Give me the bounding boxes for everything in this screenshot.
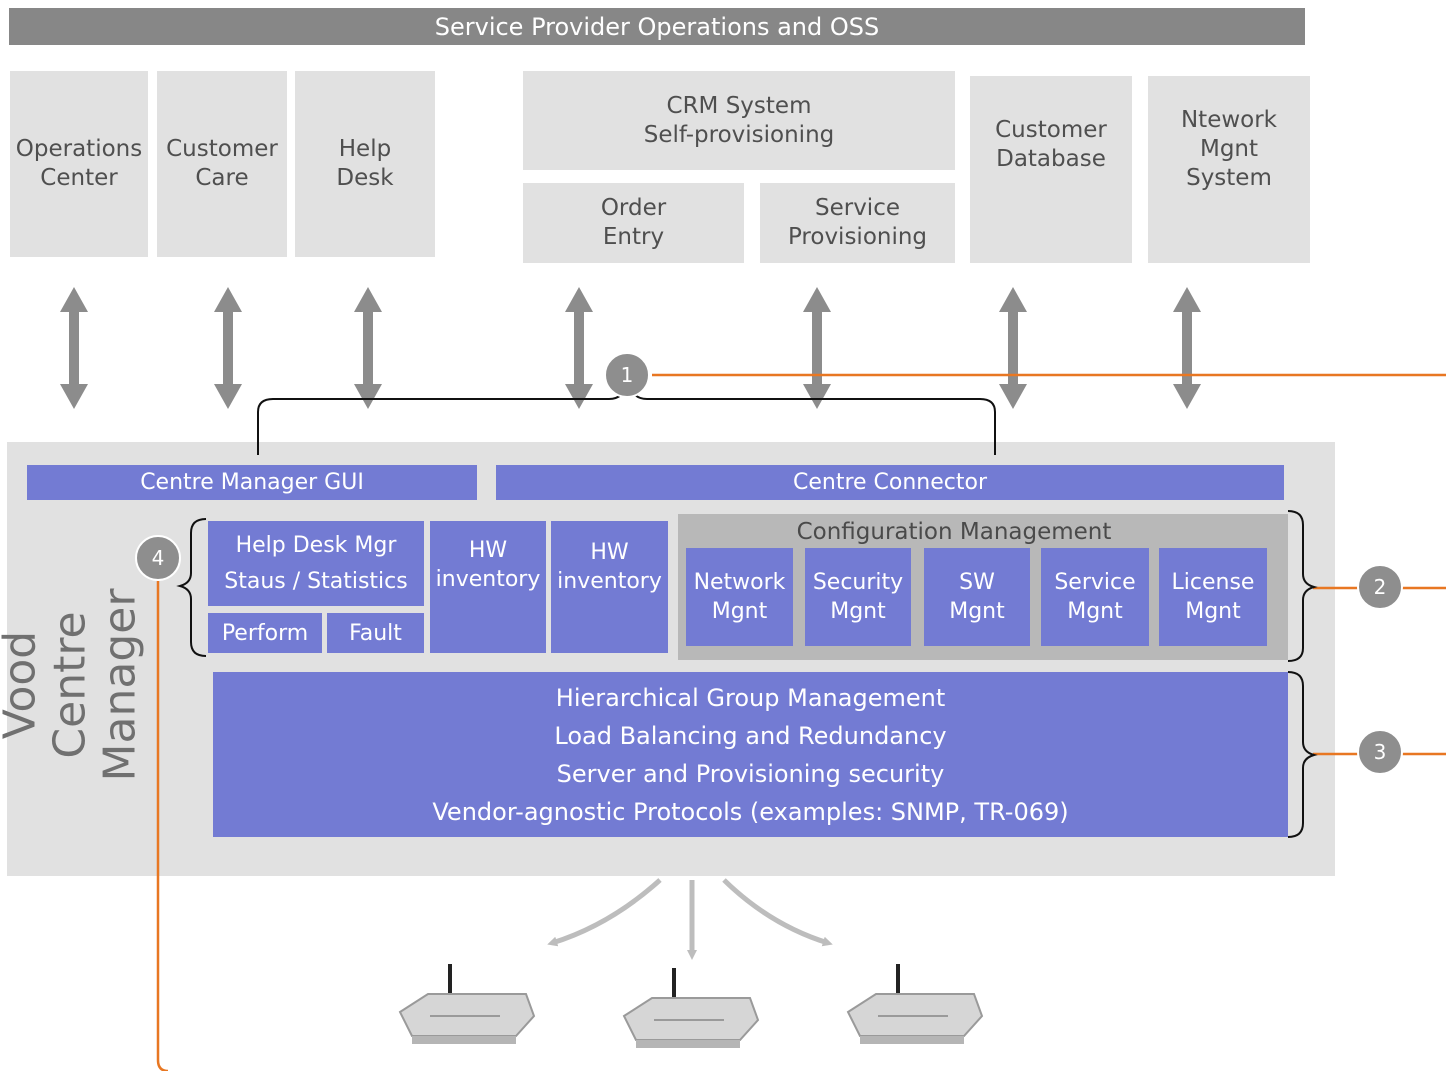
license-mgnt-box: License Mgnt <box>1159 548 1267 646</box>
device-arrows <box>547 878 833 960</box>
hierarchical-group-management-block: Hierarchical Group Management Load Balan… <box>213 672 1288 837</box>
network-mgnt-box: Network Mgnt <box>686 548 793 646</box>
hgm-line-2: Load Balancing and Redundancy <box>554 721 947 750</box>
braces <box>176 381 1318 838</box>
callout-badge-1: 1 <box>604 352 650 398</box>
double-arrow-icon <box>60 287 88 409</box>
callout-4-line <box>156 580 169 1071</box>
fault-box: Fault <box>327 613 424 653</box>
orange-leader-lines <box>156 373 1446 1071</box>
sw-mgnt-label: SW Mgnt <box>949 570 1005 624</box>
service-provisioning-label: Service Provisioning <box>787 195 928 250</box>
callout-4-number: 4 <box>151 546 165 570</box>
configuration-management-title: Configuration Management <box>796 519 1112 545</box>
help-desk-mgr-box: Help Desk Mgr Staus / Statistics <box>208 521 424 606</box>
callout-badge-2: 2 <box>1357 564 1403 610</box>
help-desk-label: Help Desk <box>336 136 394 191</box>
hgm-line-3: Server and Provisioning security <box>556 759 945 788</box>
service-mgnt-box: Service Mgnt <box>1041 548 1149 646</box>
service-provisioning-box: Service Provisioning <box>760 183 955 263</box>
hgm-line-4: Vendor-agnostic Protocols (examples: SNM… <box>432 797 1069 826</box>
configuration-management-title-wrap: Configuration Management <box>678 516 1230 548</box>
network-mgnt-system-box: Ntework Mgnt System <box>1148 76 1310 263</box>
right-brace-config <box>1287 510 1318 662</box>
sw-mgnt-box: SW Mgnt <box>924 548 1030 646</box>
security-mgnt-label: Security Mgnt <box>812 570 904 624</box>
hgm-line-1: Hierarchical Group Management <box>555 683 946 712</box>
hw-inventory-label-2: HW inventory <box>557 540 662 594</box>
callout-3-number: 3 <box>1373 740 1387 764</box>
order-entry-label: Order Entry <box>600 195 667 250</box>
double-arrow-icon <box>999 287 1027 409</box>
centre-connector-label: Centre Connector <box>792 470 988 495</box>
perform-box: Perform <box>208 613 322 653</box>
network-mgnt-system-label: Ntework Mgnt System <box>1180 107 1278 191</box>
fault-label: Fault <box>349 620 402 646</box>
double-arrow-icon <box>565 287 593 409</box>
customer-database-label: Customer Database <box>995 116 1107 172</box>
customer-database-box: Customer Database <box>970 76 1132 263</box>
double-arrow-icon <box>354 287 382 409</box>
device-arrow-right <box>722 878 833 947</box>
double-arrow-icon <box>214 287 242 409</box>
service-mgnt-label: Service Mgnt <box>1054 570 1136 624</box>
callout-2-number: 2 <box>1373 575 1387 599</box>
customer-care-box: Customer Care <box>157 71 287 257</box>
callout-badge-4: 4 <box>135 535 181 581</box>
hw-inventory-box-1: HW inventory <box>430 521 546 653</box>
right-brace-hgm <box>1287 671 1318 838</box>
double-arrow-group <box>60 287 1201 409</box>
hw-inventory-box-2: HW inventory <box>551 521 668 653</box>
help-desk-box: Help Desk <box>295 71 435 257</box>
centre-connector-bar: Centre Connector <box>496 465 1284 500</box>
network-mgnt-label: Network Mgnt <box>693 570 786 624</box>
order-entry-box: Order Entry <box>523 183 744 263</box>
wireless-router-icon <box>846 964 984 1044</box>
operations-center-box: Operations Center <box>10 71 148 257</box>
device-arrow-left <box>547 878 662 947</box>
centre-manager-gui-label: Centre Manager GUI <box>140 470 364 495</box>
customer-care-label: Customer Care <box>166 136 278 191</box>
oss-header-title: Service Provider Operations and OSS <box>434 12 880 41</box>
crm-system-box: CRM System Self-provisioning <box>523 71 955 170</box>
security-mgnt-box: Security Mgnt <box>805 548 911 646</box>
wireless-router-icon <box>398 964 536 1044</box>
perform-label: Perform <box>221 620 309 646</box>
callout-badge-3: 3 <box>1357 729 1403 775</box>
double-arrow-icon <box>803 287 831 409</box>
left-brace <box>176 518 207 657</box>
wireless-router-icon <box>622 968 760 1048</box>
hw-inventory-label-1: HW inventory <box>435 538 541 592</box>
crm-system-label: CRM System Self-provisioning <box>643 92 835 148</box>
operations-center-label: Operations Center <box>15 136 143 191</box>
double-arrow-icon <box>1173 287 1201 409</box>
centre-manager-gui-bar: Centre Manager GUI <box>27 465 477 500</box>
help-desk-mgr-label: Help Desk Mgr Staus / Statistics <box>224 532 408 594</box>
oss-header-bar: Service Provider Operations and OSS <box>9 8 1305 45</box>
callout-1-number: 1 <box>620 363 634 387</box>
license-mgnt-label: License Mgnt <box>1171 570 1255 624</box>
